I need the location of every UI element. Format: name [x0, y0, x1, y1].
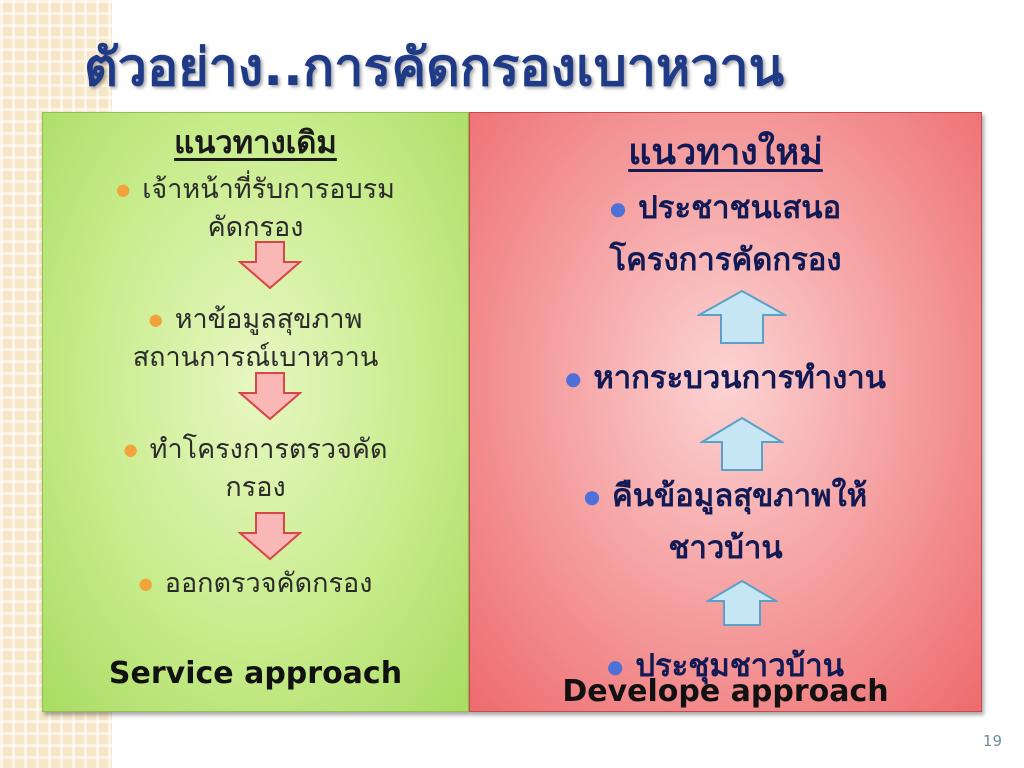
down-arrow-icon: [238, 241, 302, 290]
bullet-icon: ●: [148, 310, 163, 329]
develope-approach-label: Develope approach: [562, 674, 889, 709]
bullet-icon: ●: [138, 574, 153, 593]
list-item: ●หาข้อมูลสุขภาพ สถานการณ์เบาหวาน: [43, 301, 468, 377]
down-arrow-icon: [238, 372, 302, 421]
slide-title: ตัวอย่าง..การคัดกรองเบาหวาน: [84, 38, 785, 98]
list-item: ●ทำโครงการตรวจคัด กรอง: [43, 431, 468, 507]
new-approach-panel: แนวทางใหม่ ●ประชาชนเสนอ โครงการคัดกรอง ●…: [469, 112, 982, 712]
page-number: 19: [982, 732, 1002, 750]
traditional-approach-heading: แนวทางเดิม: [174, 125, 337, 161]
bullet-icon: ●: [609, 199, 627, 220]
new-approach-heading: แนวทางใหม่: [628, 132, 823, 173]
bullet-icon: ●: [607, 657, 624, 678]
traditional-approach-panel: แนวทางเดิม ●เจ้าหน้าที่รับการอบรม คัดกรอ…: [42, 112, 469, 712]
bullet-icon: ●: [116, 180, 131, 199]
bullet-icon: ●: [565, 369, 582, 390]
up-arrow-icon: [706, 579, 778, 626]
service-approach-label: Service approach: [108, 656, 403, 691]
list-item: ●ประชาชนเสนอ โครงการคัดกรอง: [470, 183, 981, 285]
up-arrow-icon: [700, 416, 784, 471]
list-item: ●ออกตรวจคัดกรอง: [43, 565, 468, 603]
list-item: ●คืนข้อมูลสุขภาพให้ ชาวบ้าน: [470, 471, 981, 573]
up-arrow-icon: [697, 289, 787, 344]
list-item: ●ประชุมชาวบ้าน: [470, 641, 981, 693]
list-item: ●หากระบวนการทำงาน: [470, 353, 981, 405]
bullet-icon: ●: [123, 440, 138, 459]
list-item: ●เจ้าหน้าที่รับการอบรม คัดกรอง: [43, 171, 468, 247]
bullet-icon: ●: [583, 487, 601, 508]
down-arrow-icon: [238, 512, 302, 561]
